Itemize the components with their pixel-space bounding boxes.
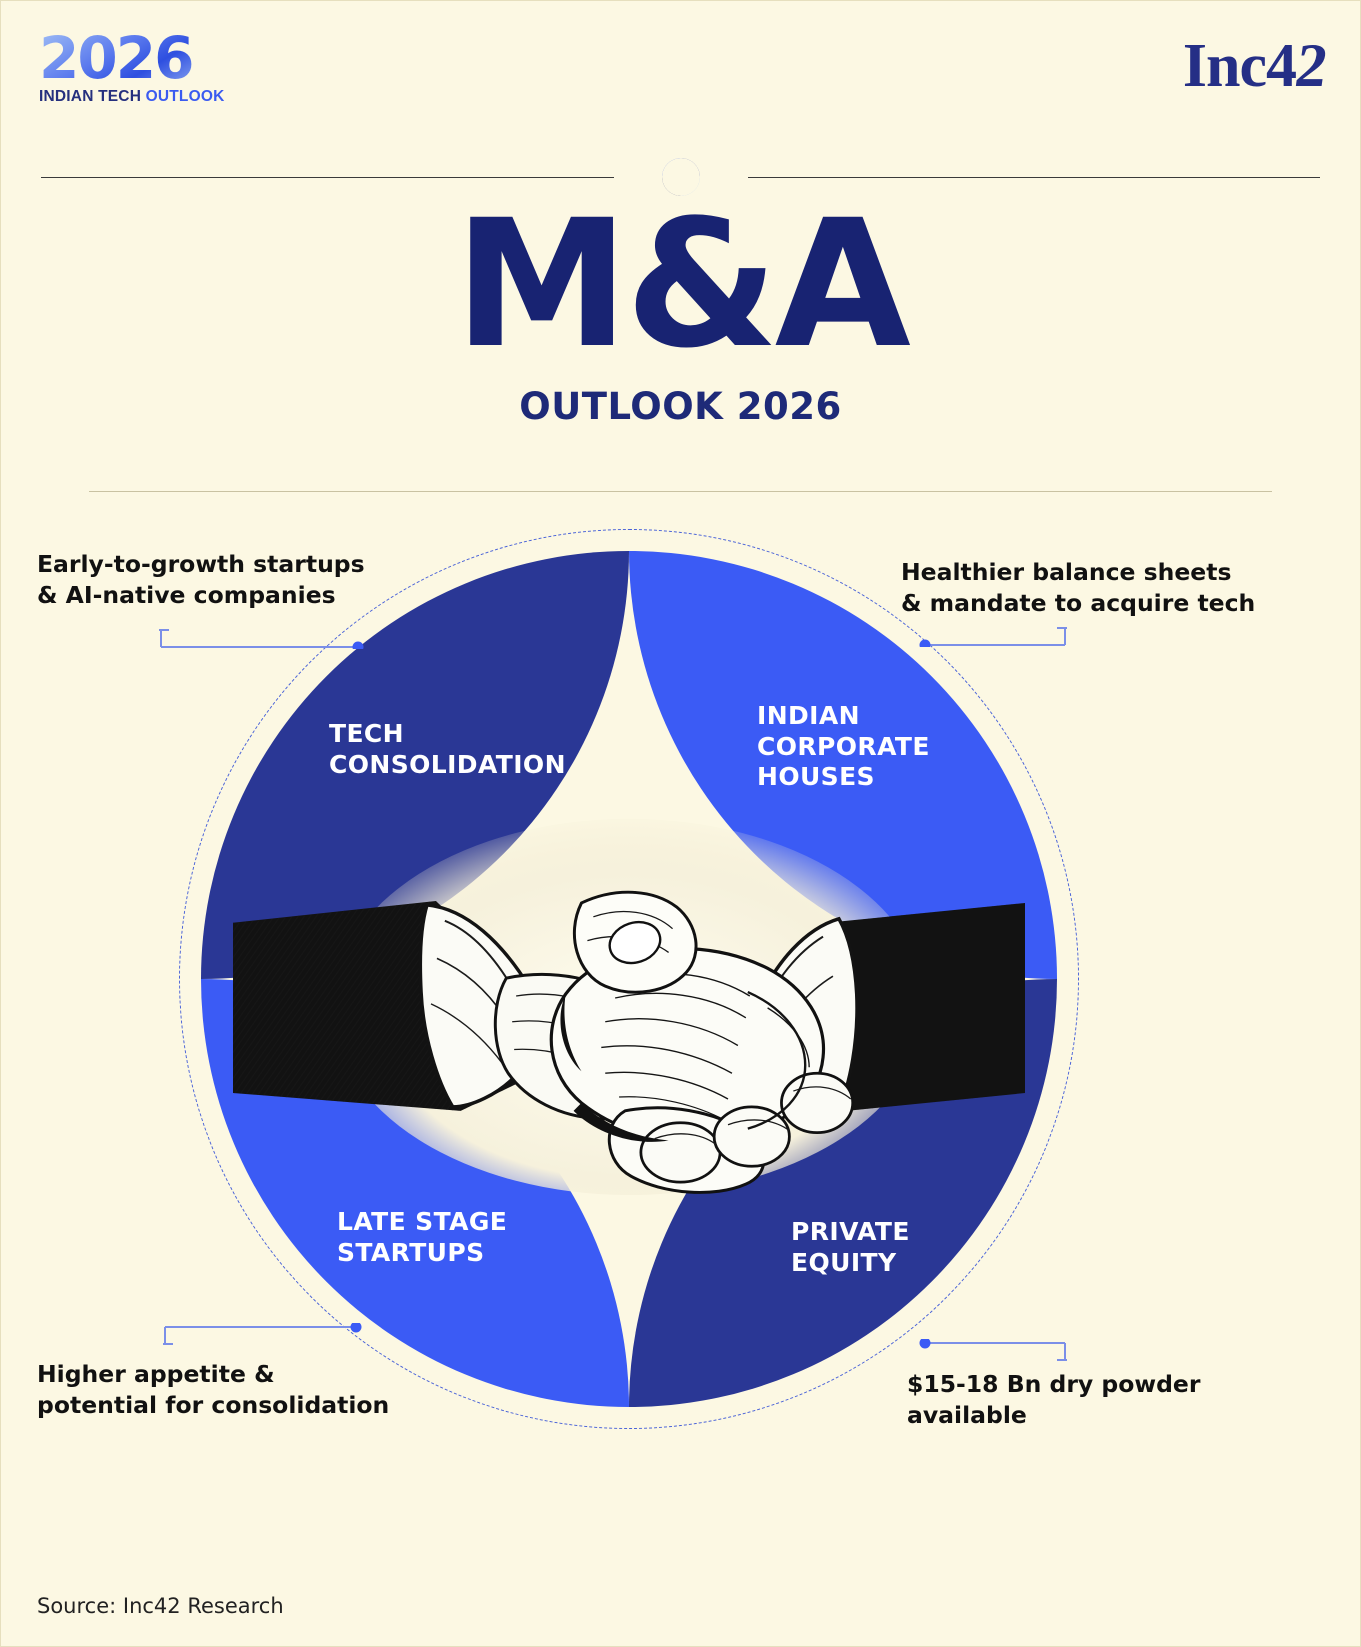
quadrant-diagram: TECH CONSOLIDATION INDIAN CORPORATE HOUS… (179, 529, 1079, 1429)
inc42-logo-text: Inc4 (1182, 32, 1297, 100)
indian-tech-outlook-logo: 2026 INDIAN TECH OUTLOOK (39, 29, 225, 106)
annotation-top-right: Healthier balance sheets & mandate to ac… (901, 557, 1301, 620)
annotation-bottom-right-text: $15-18 Bn dry powder available (907, 1370, 1201, 1430)
four-point-star-icon (661, 158, 700, 196)
annotation-bottom-left-text: Higher appetite & potential for consolid… (37, 1360, 390, 1420)
title-block: M&A OUTLOOK 2026 (1, 182, 1360, 429)
dashed-ring (179, 529, 1079, 1429)
page-title: M&A (454, 182, 911, 387)
inc42-logo: Inc42 (1182, 32, 1331, 100)
source-note: Source: Inc42 Research (37, 1594, 284, 1618)
connector-top-right (919, 627, 1067, 647)
annotation-top-left: Early-to-growth startups & AI-native com… (37, 549, 437, 612)
inc42-logo-two: 2 (1291, 32, 1331, 100)
connector-top-left (159, 629, 364, 649)
connector-bottom-left (163, 1323, 362, 1345)
quadrant-label-indian-corporate-houses: INDIAN CORPORATE HOUSES (757, 701, 930, 791)
annotation-top-right-text: Healthier balance sheets & mandate to ac… (901, 558, 1256, 618)
annotation-bottom-right: $15-18 Bn dry powder available (907, 1369, 1307, 1432)
page-subtitle: OUTLOOK 2026 (519, 385, 842, 428)
quadrant-label-tech-consolidation: TECH CONSOLIDATION (329, 719, 566, 779)
divider-line-right (747, 176, 1320, 178)
logo-tagline-indian-tech: INDIAN TECH (39, 88, 146, 106)
quadrant-label-late-stage-startups: LATE STAGE STARTUPS (337, 1207, 508, 1267)
header-divider (41, 158, 1320, 196)
annotation-bottom-left: Higher appetite & potential for consolid… (37, 1359, 437, 1422)
logo-tagline: INDIAN TECH OUTLOOK (39, 88, 225, 106)
annotation-top-left-text: Early-to-growth startups & AI-native com… (37, 550, 365, 610)
divider-line-left (41, 176, 614, 178)
quadrant-label-private-equity: PRIVATE EQUITY (791, 1217, 910, 1277)
connector-bottom-right (919, 1339, 1067, 1361)
logo-tagline-outlook: OUTLOOK (145, 88, 225, 106)
title-rule (89, 491, 1272, 492)
logo-year: 2026 (39, 29, 225, 87)
header: 2026 INDIAN TECH OUTLOOK Inc42 (35, 27, 1331, 127)
petal-group (201, 551, 1057, 1407)
